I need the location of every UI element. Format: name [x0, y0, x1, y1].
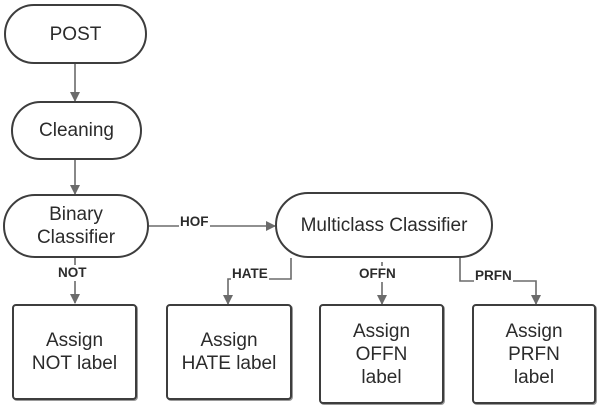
assign-prfn-label-box: Assign PRFN label [472, 304, 596, 404]
post-node: POST [4, 4, 147, 64]
edge-label-hate: HATE [231, 266, 269, 282]
edge-label-not: NOT [57, 265, 88, 281]
cleaning-node: Cleaning [11, 101, 142, 160]
edge-label-hof: HOF [179, 214, 210, 230]
assign-not-label-box: Assign NOT label [12, 304, 137, 400]
assign-hate-label-box: Assign HATE label [166, 304, 292, 400]
multiclass-classifier-node: Multiclass Classifier [275, 192, 493, 258]
edge-label-prfn: PRFN [474, 268, 513, 284]
binary-classifier-node: Binary Classifier [3, 194, 149, 258]
assign-offn-label-box: Assign OFFN label [319, 304, 444, 404]
edge-label-offn: OFFN [358, 266, 397, 282]
